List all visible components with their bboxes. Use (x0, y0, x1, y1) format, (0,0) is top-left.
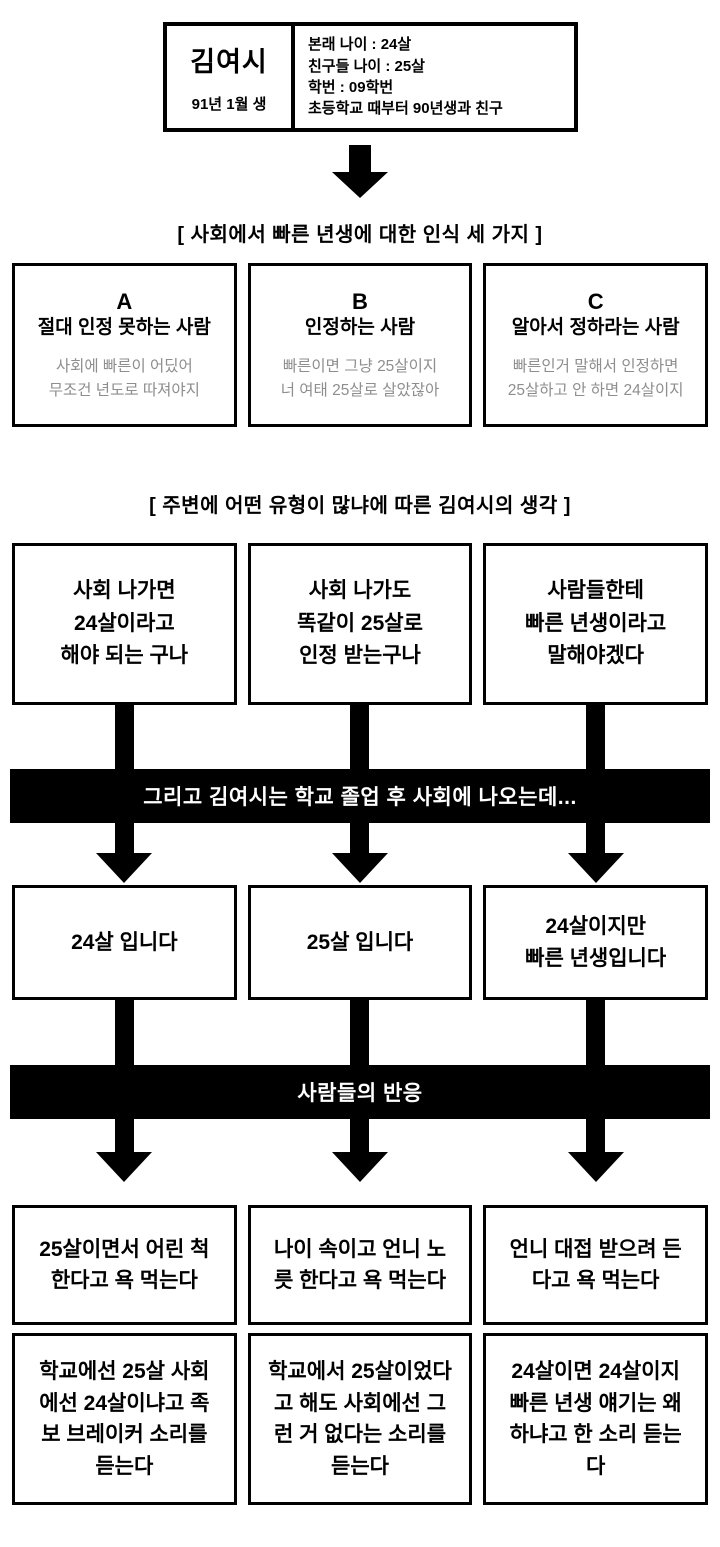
thought-box-1: 사회 나가면 24살이라고 해야 되는 구나 (12, 543, 237, 705)
reaction-box-3b: 24살이면 24살이지 빠른 년생 얘기는 왜 하냐고 한 소리 듣는 다 (483, 1333, 708, 1505)
profile-birth: 91년 1월 생 (191, 96, 267, 113)
perceptions-title: [ 사회에서 빠른 년생에 대한 인식 세 가지 ] (177, 224, 543, 246)
arrow-head-icon (96, 853, 152, 883)
thought-box-3: 사람들한테 빠른 년생이라고 말해야겠다 (483, 543, 708, 705)
introduction-box-2: 25살 입니다 (247, 885, 473, 1000)
thoughts-title: [ 주변에 어떤 유형이 많냐에 따른 김여시의 생각 ] (149, 495, 571, 517)
thought-row: 사회 나가면 24살이라고 해야 되는 구나 사회 나가도 똑같이 25살로 인… (12, 543, 708, 705)
card-name: 절대 인정 못하는 사람 (37, 316, 211, 338)
arrow-head-icon (332, 1152, 388, 1182)
card-label: A (116, 289, 133, 315)
card-label: C (587, 289, 604, 315)
card-name: 알아서 정하라는 사람 (511, 316, 680, 338)
reaction-box-3a: 언니 대접 받으려 든 다고 욕 먹는다 (483, 1205, 708, 1325)
reaction-row-1: 25살이면서 어린 척 한다고 욕 먹는다 나이 속이고 언니 노 릇 한다고 … (12, 1205, 708, 1325)
reaction-box-2a: 나이 속이고 언니 노 릇 한다고 욕 먹는다 (247, 1205, 473, 1325)
perception-card-b: B 인정하는 사람 빠른이면 그냥 25살이지 너 여태 25살로 살았잖아 (247, 263, 473, 427)
profile-name-cell: 김여시 91년 1월 생 (167, 26, 295, 128)
reaction-box-1a: 25살이면서 어린 척 한다고 욕 먹는다 (12, 1205, 237, 1325)
reaction-box-1b: 학교에선 25살 사회 에선 24살이냐고 족 보 브레이커 소리를 듣는다 (12, 1333, 237, 1505)
arrow-head-icon (568, 1152, 624, 1182)
introduction-box-3: 24살이지만 빠른 년생입니다 (483, 885, 708, 1000)
card-quote: 빠른인거 말해서 인정하면 25살하고 안 하면 24살이지 (507, 358, 684, 399)
profile-details: 본래 나이 : 24살 친구들 나이 : 25살 학번 : 09학번 초등학교 … (308, 36, 503, 118)
profile-name: 김여시 (190, 47, 268, 77)
perception-row: A 절대 인정 못하는 사람 사회에 빠른이 어딨어 무조건 년도로 따져야지 … (12, 263, 708, 427)
down-arrow-icon (332, 145, 388, 198)
arrow-head (332, 172, 388, 198)
arrow-head-icon (96, 1152, 152, 1182)
perception-card-a: A 절대 인정 못하는 사람 사회에 빠른이 어딨어 무조건 년도로 따져야지 (12, 263, 237, 427)
flow-section-1: 그리고 김여시는 학교 졸업 후 사회에 나오는데... (0, 705, 720, 885)
card-name: 인정하는 사람 (304, 316, 416, 338)
reactions-banner: 사람들의 반응 (10, 1065, 710, 1119)
card-quote: 빠른이면 그냥 25살이지 너 여태 25살로 살았잖아 (280, 358, 440, 399)
flow-section-2: 사람들의 반응 (0, 1000, 720, 1205)
arrow-head-icon (568, 853, 624, 883)
arrow-shaft (349, 145, 371, 173)
story-banner: 그리고 김여시는 학교 졸업 후 사회에 나오는데... (10, 769, 710, 823)
card-quote: 사회에 빠른이 어딨어 무조건 년도로 따져야지 (48, 358, 200, 399)
arrow-head-icon (332, 853, 388, 883)
reaction-row-2: 학교에선 25살 사회 에선 24살이냐고 족 보 브레이커 소리를 듣는다 학… (12, 1333, 708, 1505)
profile-box: 김여시 91년 1월 생 본래 나이 : 24살 친구들 나이 : 25살 학번… (163, 22, 578, 132)
introduction-box-1: 24살 입니다 (12, 885, 237, 1000)
card-label: B (352, 289, 368, 315)
reaction-box-2b: 학교에서 25살이었다 고 해도 사회에선 그 런 거 없다는 소리를 듣는다 (247, 1333, 473, 1505)
thought-box-2: 사회 나가도 똑같이 25살로 인정 받는구나 (247, 543, 473, 705)
perception-card-c: C 알아서 정하라는 사람 빠른인거 말해서 인정하면 25살하고 안 하면 2… (483, 263, 708, 427)
introduction-row: 24살 입니다 25살 입니다 24살이지만 빠른 년생입니다 (12, 885, 708, 1000)
